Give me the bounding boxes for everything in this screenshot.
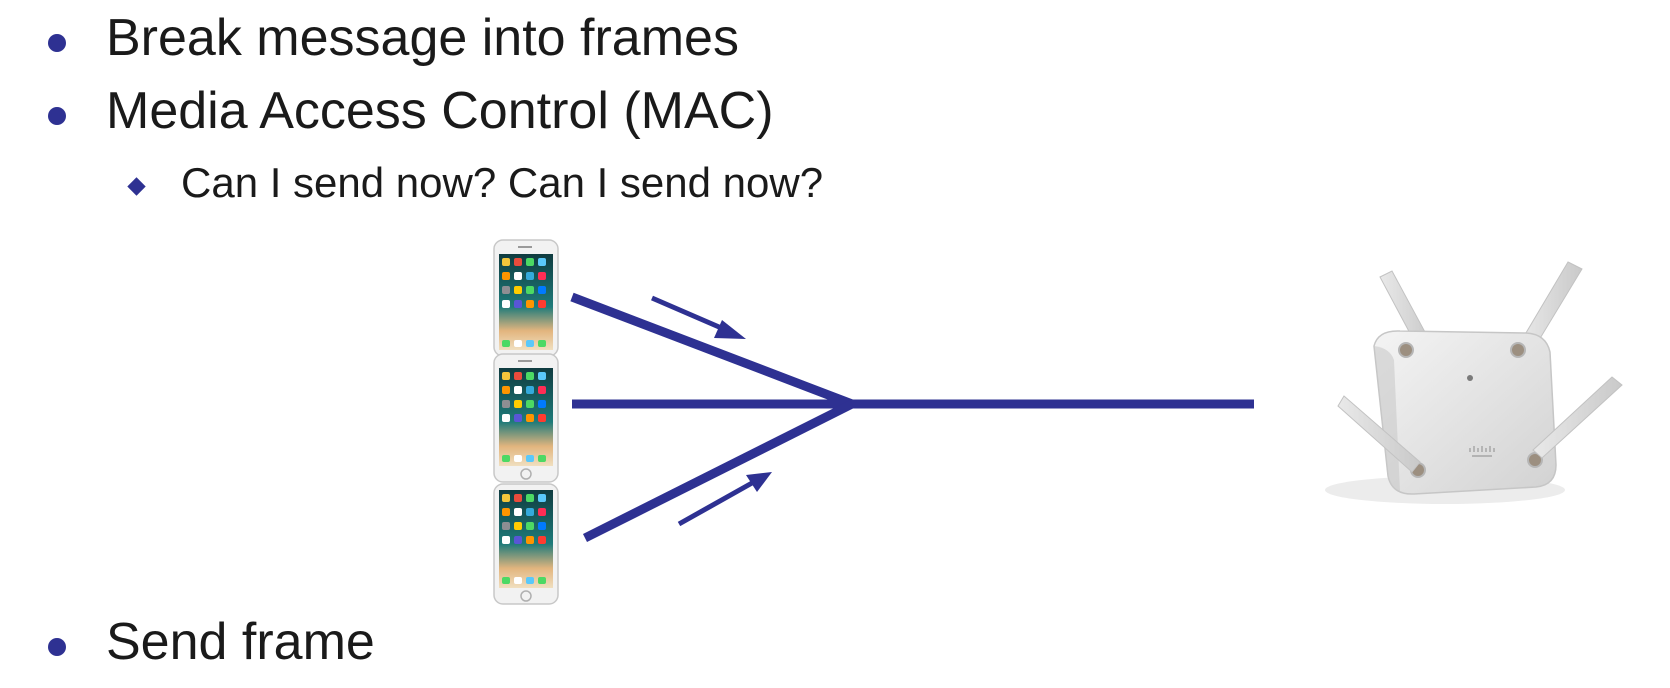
- bullet-item-break-message: Break message into frames: [48, 8, 739, 68]
- smartphone-icon: [493, 483, 559, 605]
- connection-line-bottom: [582, 399, 855, 543]
- arrow-icon: [651, 295, 746, 339]
- bullet-text: Send frame: [106, 613, 375, 671]
- bullet-item-send-frame: Send frame: [48, 612, 375, 672]
- bullet-dot-icon: [48, 638, 66, 656]
- bullet-text: Media Access Control (MAC): [106, 82, 774, 140]
- arrow-icon: [677, 472, 772, 527]
- bullet-dot-icon: [48, 34, 66, 52]
- connection-line-top: [570, 292, 854, 409]
- smartphone-icon: [493, 353, 559, 483]
- logo-mark: [1469, 446, 1495, 457]
- sub-bullet-text: Can I send now? Can I send now?: [181, 159, 824, 206]
- bullet-text: Break message into frames: [106, 9, 739, 67]
- connection-lines: [570, 292, 1254, 543]
- sub-bullet-item-can-i-send: Can I send now? Can I send now?: [127, 158, 824, 208]
- bullet-item-mac: Media Access Control (MAC): [48, 81, 774, 141]
- bullet-dot-icon: [48, 107, 66, 125]
- antenna: [1337, 376, 1623, 473]
- smartphone-icon: [493, 239, 559, 357]
- wireless-access-point-icon: [1325, 261, 1623, 504]
